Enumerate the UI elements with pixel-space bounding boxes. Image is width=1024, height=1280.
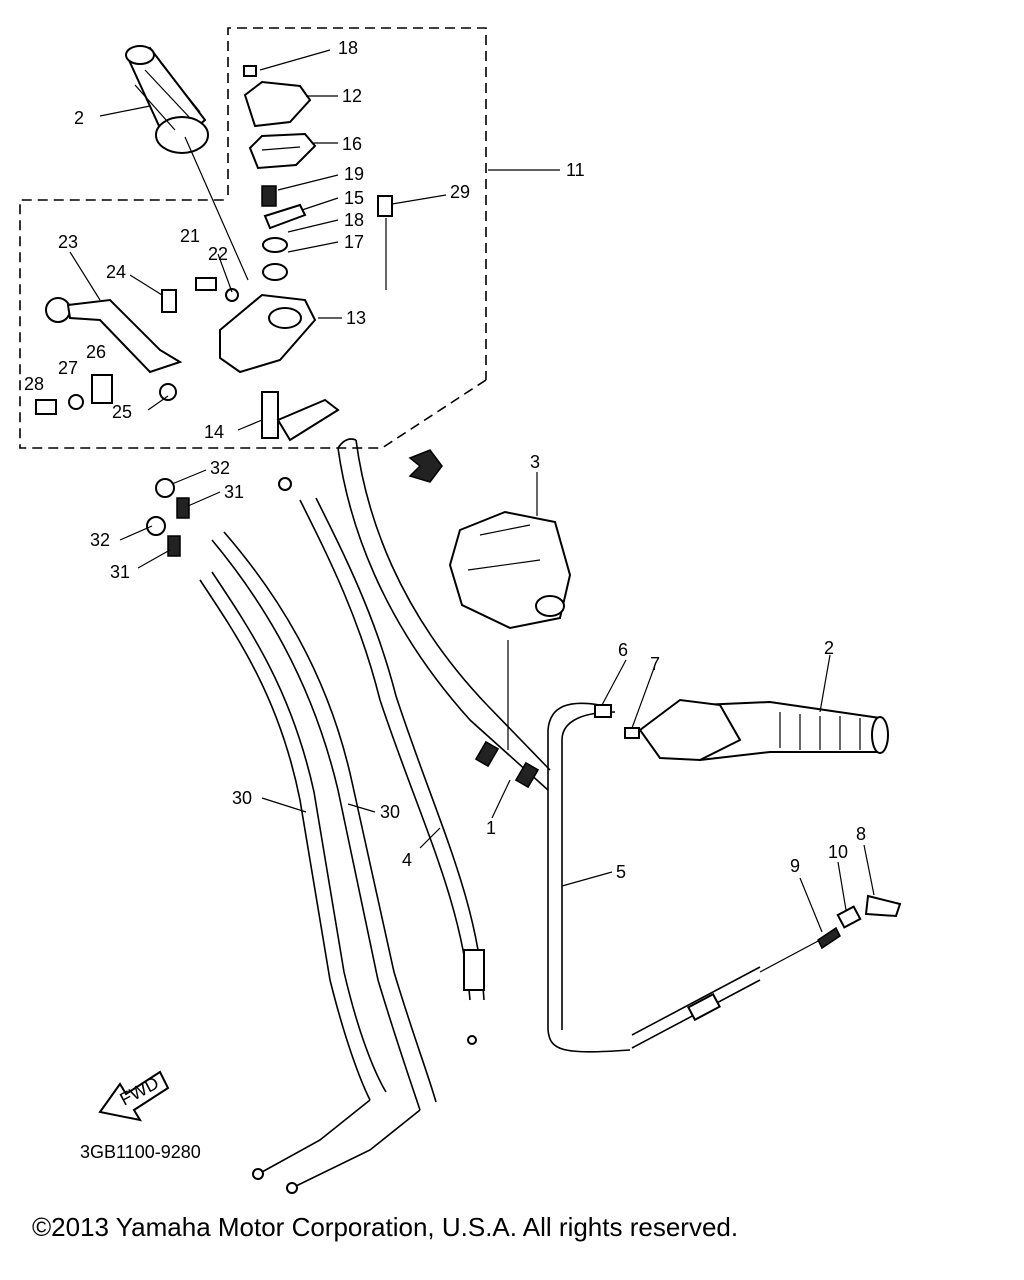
part-labels: 2 18 12 16 19 15 18 17 29 11 13 14 24 21… xyxy=(24,38,866,882)
adjuster-31-lower xyxy=(167,535,181,557)
part-27 xyxy=(68,394,84,410)
part-label: 11 xyxy=(566,160,585,180)
nut-25 xyxy=(159,383,177,401)
part-label: 14 xyxy=(204,422,224,442)
part-label: 22 xyxy=(208,244,228,264)
arm-15 xyxy=(263,203,307,230)
screw-29 xyxy=(377,195,393,217)
cable-30-left xyxy=(199,571,387,1180)
part-label: 21 xyxy=(180,226,200,246)
part-label: 29 xyxy=(450,182,470,202)
forward-arrow-icon: FWD xyxy=(98,1070,170,1122)
part-label: 7 xyxy=(650,654,660,674)
part-label: 17 xyxy=(344,232,364,252)
screw-20 xyxy=(243,65,257,77)
part-label: 18 xyxy=(344,210,364,230)
handlebar-1 xyxy=(337,438,551,791)
part-label: 12 xyxy=(342,86,362,106)
drawing-number: 3GB1100-9280 xyxy=(80,1142,201,1162)
screw-21 xyxy=(195,277,217,291)
part-label: 24 xyxy=(106,262,126,282)
right-grip xyxy=(638,698,889,762)
adjuster-31-upper xyxy=(176,497,190,519)
part-label: 25 xyxy=(112,402,132,422)
gasket-16 xyxy=(248,132,317,170)
dashed-group-box-11 xyxy=(19,27,487,449)
part-label: 16 xyxy=(342,134,362,154)
part-label: 3 xyxy=(530,452,540,472)
part-label: 32 xyxy=(90,530,110,550)
washer-18 xyxy=(262,237,288,253)
parts-diagram: FWD 2 18 12 16 19 15 18 17 29 11 13 14 2… xyxy=(19,27,902,1194)
clutch-lever-23 xyxy=(45,297,183,374)
part-label: 31 xyxy=(110,562,130,582)
part-label: 9 xyxy=(790,856,800,876)
part-label: 18 xyxy=(338,38,358,58)
bushing-17 xyxy=(262,263,288,281)
washer-22 xyxy=(225,288,239,302)
screw-28 xyxy=(35,399,57,415)
cover-12 xyxy=(243,80,312,128)
part-label: 23 xyxy=(58,232,78,252)
part-label: 32 xyxy=(210,458,230,478)
throttle-housing-3 xyxy=(448,510,572,630)
part-label: 31 xyxy=(224,482,244,502)
part-label: 26 xyxy=(86,342,106,362)
cable-end-14 xyxy=(261,391,340,442)
part-label: 5 xyxy=(616,862,626,882)
nut-10 xyxy=(836,905,862,929)
screw-19 xyxy=(261,185,277,207)
part-label: 1 xyxy=(486,818,496,838)
part-label: 2 xyxy=(824,638,834,658)
part-label: 10 xyxy=(828,842,848,862)
bolt-24 xyxy=(161,289,177,313)
part-label: 4 xyxy=(402,850,412,870)
leader-lines xyxy=(69,49,875,933)
left-grip xyxy=(125,45,209,154)
part-label: 30 xyxy=(380,802,400,822)
boot-32-upper xyxy=(155,478,175,498)
part-label: 27 xyxy=(58,358,78,378)
throttle-cable-5 xyxy=(547,702,821,1053)
adjuster-9 xyxy=(817,926,841,950)
part-label: 28 xyxy=(24,374,44,394)
lever-bracket-13 xyxy=(219,293,317,374)
part-label: 8 xyxy=(856,824,866,844)
cable-30-right xyxy=(211,531,437,1194)
switch-26 xyxy=(91,374,113,404)
part-label: 30 xyxy=(232,788,252,808)
part-label: 15 xyxy=(344,188,364,208)
cap-8 xyxy=(864,894,902,918)
part-label: 6 xyxy=(618,640,628,660)
clutch-cable-4 xyxy=(278,477,485,1045)
boot-32-lower xyxy=(146,516,166,536)
part-label: 19 xyxy=(344,164,364,184)
copyright-notice: ©2013 Yamaha Motor Corporation, U.S.A. A… xyxy=(32,1212,739,1242)
part-label: 2 xyxy=(74,108,84,128)
part-label: 13 xyxy=(346,308,366,328)
direction-arrow-icon xyxy=(408,449,443,483)
